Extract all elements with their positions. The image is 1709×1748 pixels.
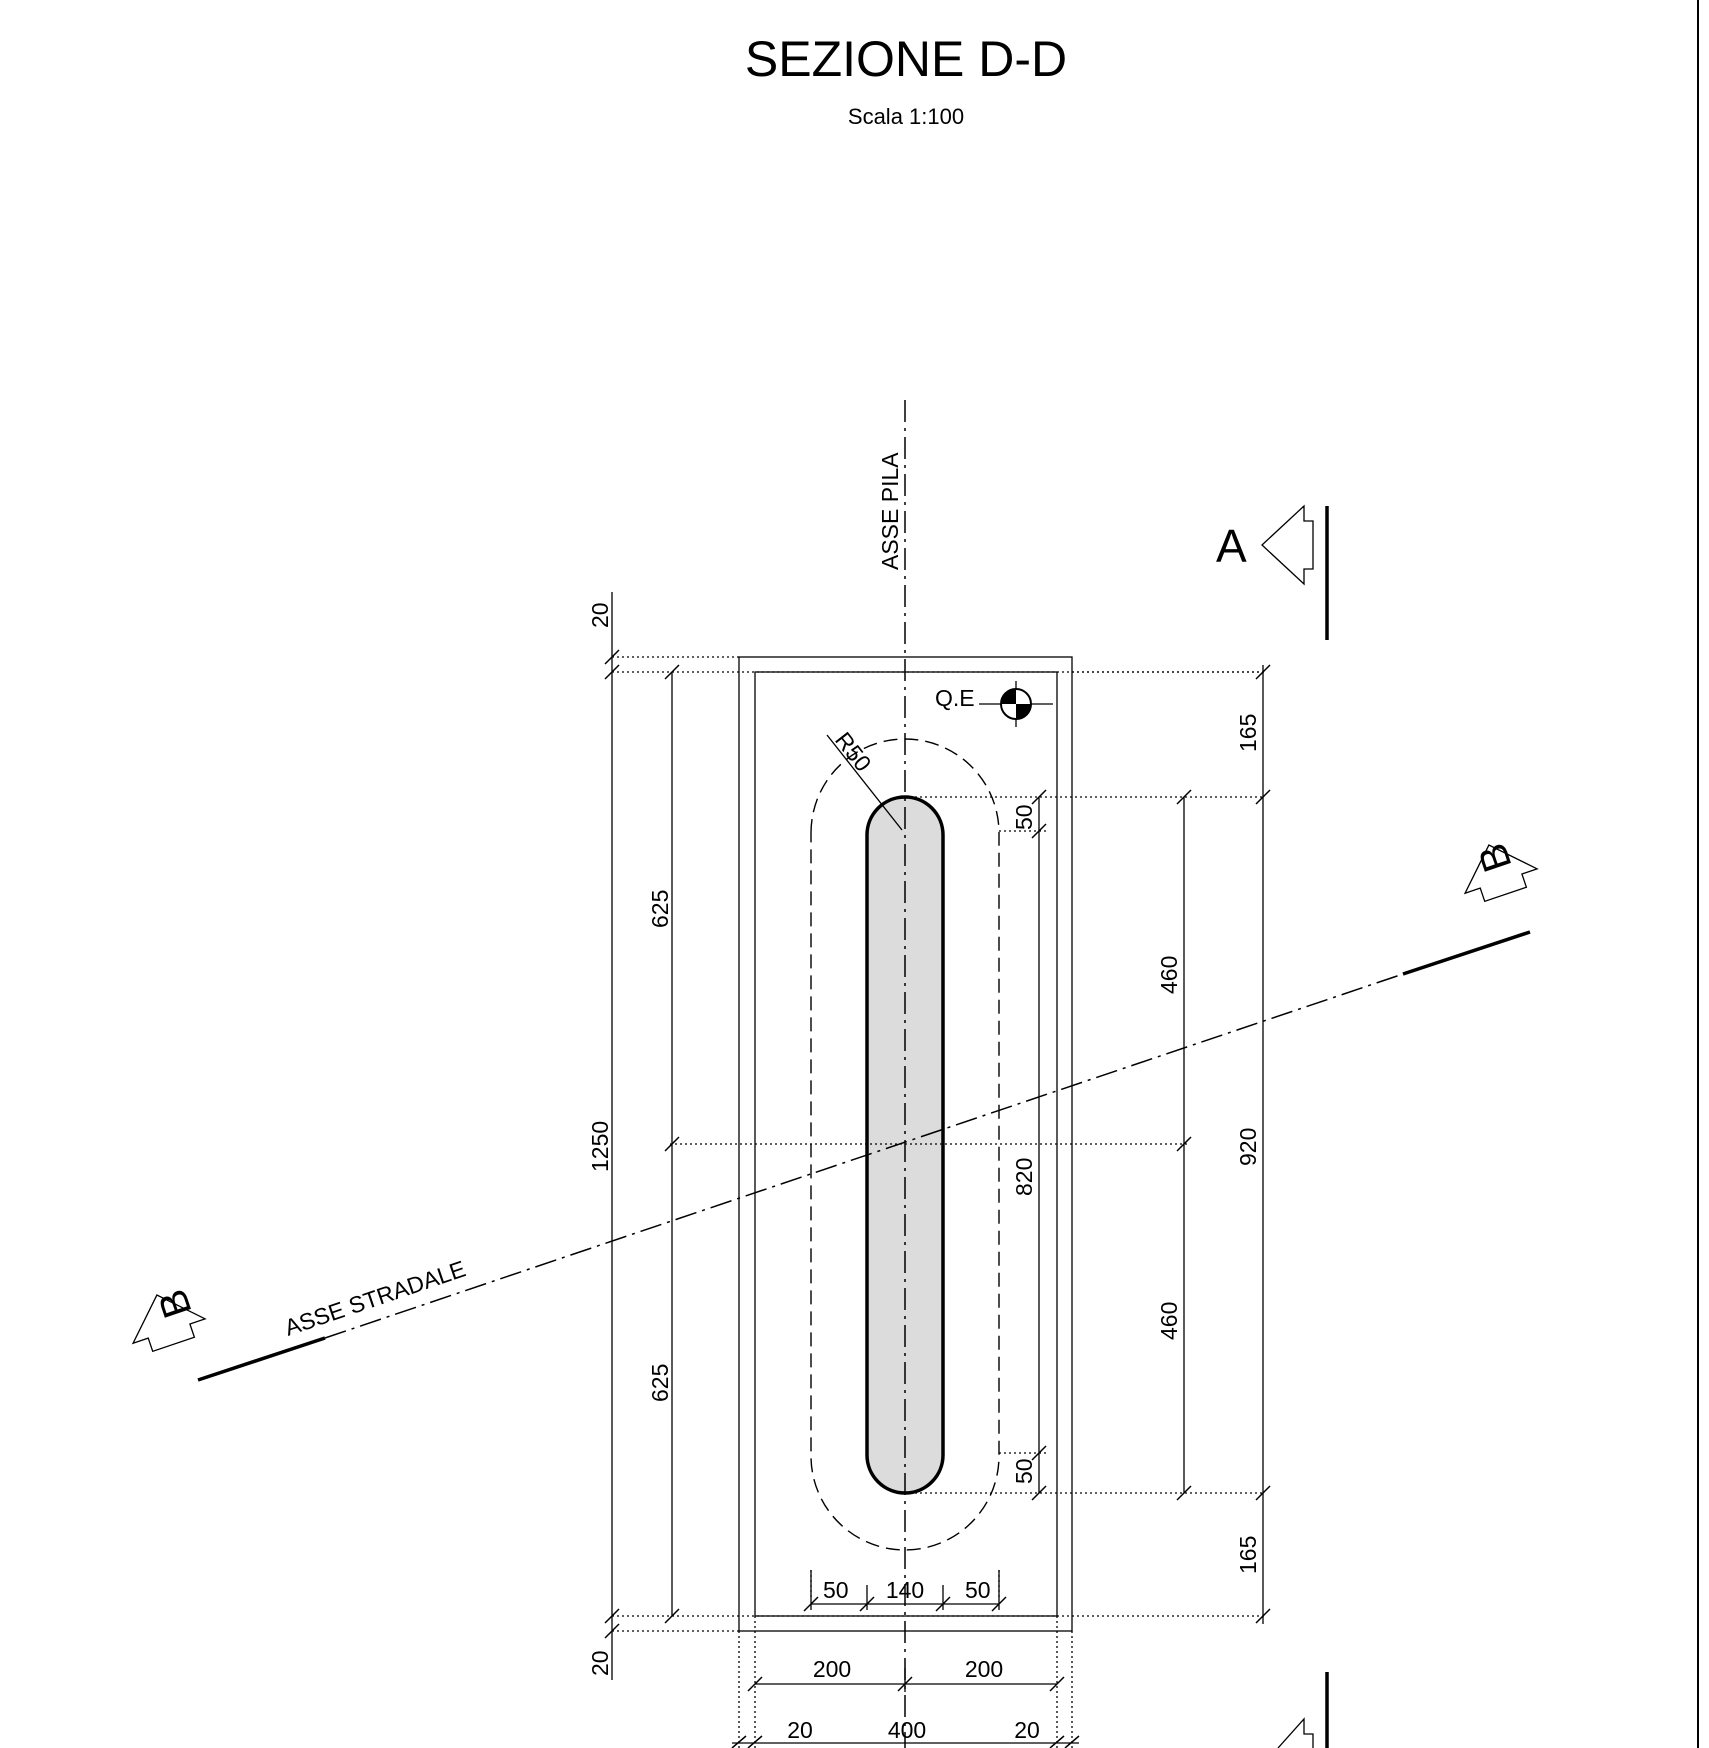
section-b-arrow-left bbox=[131, 1294, 207, 1353]
dim-top-20: 20 bbox=[587, 602, 613, 628]
drawing-title: SEZIONE D-D bbox=[745, 31, 1067, 87]
dim-bottom-20: 20 bbox=[587, 1650, 613, 1676]
dim-200-left: 200 bbox=[813, 1656, 851, 1682]
dim-upper-50: 50 bbox=[1011, 804, 1037, 830]
dim-top-165: 165 bbox=[1235, 714, 1261, 752]
section-a-arrow-bottom bbox=[1277, 1717, 1314, 1748]
road-axis bbox=[324, 973, 1404, 1339]
dim-bottom-50-left: 50 bbox=[823, 1577, 849, 1603]
left-dimensions bbox=[604, 592, 680, 1680]
dim-lower-460: 460 bbox=[1156, 1302, 1182, 1340]
dim-bottom-165: 165 bbox=[1235, 1536, 1261, 1574]
dim-400: 400 bbox=[888, 1717, 926, 1743]
dim-lower-625: 625 bbox=[647, 1364, 673, 1402]
section-b-arrow-right bbox=[1463, 844, 1539, 903]
section-a-arrow bbox=[1261, 504, 1314, 586]
pier-axis-label: ASSE PILA bbox=[877, 452, 903, 570]
right-dimensions bbox=[999, 664, 1271, 1624]
dim-200-right: 200 bbox=[965, 1656, 1003, 1682]
bottom-dimensions bbox=[731, 1570, 1080, 1748]
dim-920: 920 bbox=[1235, 1128, 1261, 1166]
section-b-cut-left bbox=[197, 1336, 326, 1382]
dim-upper-460: 460 bbox=[1156, 956, 1182, 994]
drawing-scale: Scala 1:100 bbox=[848, 104, 964, 129]
dim-bottom-20-left: 20 bbox=[787, 1717, 813, 1743]
extension-lines bbox=[612, 656, 1265, 1748]
dim-bottom-50-right: 50 bbox=[965, 1577, 991, 1603]
section-b-label-right: B bbox=[1470, 838, 1520, 877]
qe-label: Q.E bbox=[935, 685, 975, 711]
dim-bottom-20-right: 20 bbox=[1014, 1717, 1040, 1743]
section-a-label: A bbox=[1216, 520, 1247, 572]
dim-1250: 1250 bbox=[587, 1121, 613, 1172]
road-axis-label: ASSE STRADALE bbox=[281, 1255, 469, 1340]
radius-leader bbox=[826, 734, 903, 831]
dim-lower-50: 50 bbox=[1011, 1458, 1037, 1484]
section-b-cut-right bbox=[1402, 930, 1531, 976]
dim-820: 820 bbox=[1011, 1158, 1037, 1196]
qe-marker bbox=[979, 681, 1053, 727]
dim-140: 140 bbox=[886, 1577, 924, 1603]
section-b-label-left: B bbox=[150, 1284, 200, 1323]
pier-offset-outline bbox=[810, 738, 1000, 1551]
dim-upper-625: 625 bbox=[647, 890, 673, 928]
